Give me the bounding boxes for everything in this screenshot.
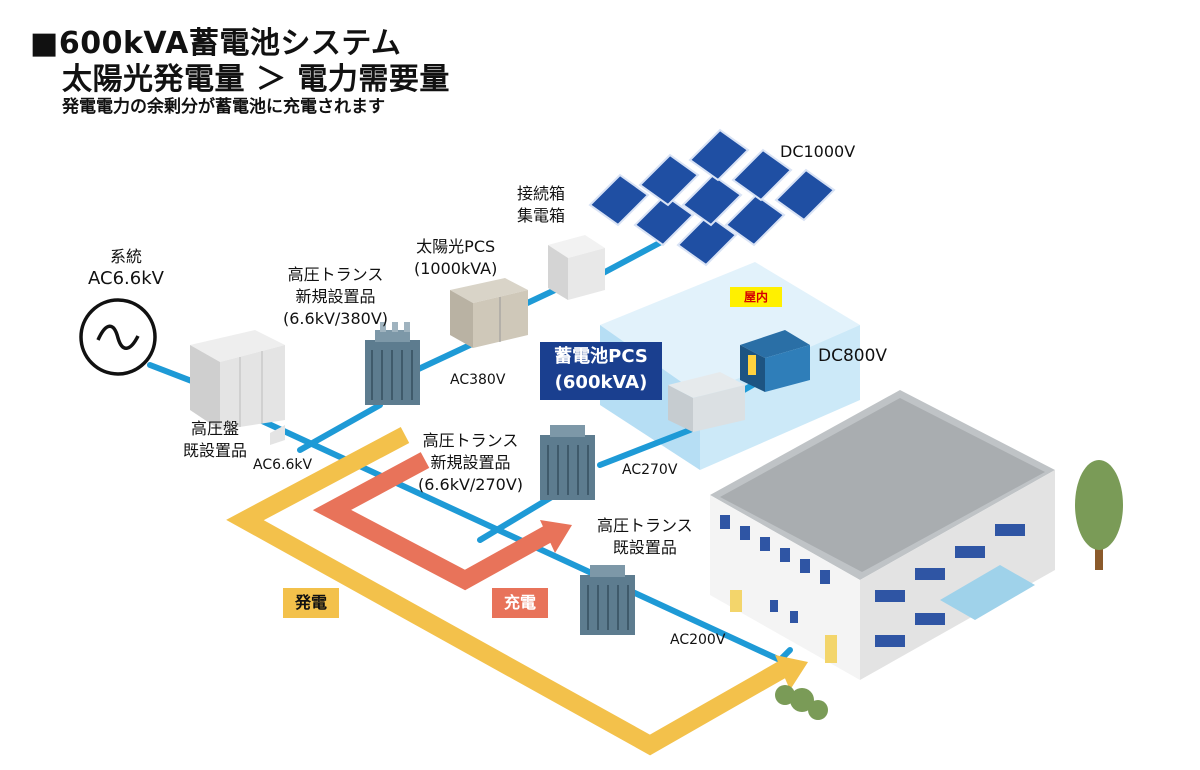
factory-building — [710, 390, 1055, 680]
hv-panel-voltage: AC6.6kV — [253, 457, 313, 473]
indoor-tag: 屋内 — [730, 287, 782, 307]
grid-symbol-icon — [79, 298, 157, 376]
battery-container — [740, 330, 810, 392]
dc1000-label: DC1000V — [780, 142, 856, 161]
ac270-label: AC270V — [622, 462, 678, 478]
hv-panel-label: 高圧盤 既設置品 — [183, 419, 248, 460]
junction-box — [548, 235, 605, 300]
junction-box-label: 接続箱 集電箱 — [517, 184, 566, 225]
grid-label: 系統 AC6.6kV — [88, 247, 164, 289]
transformer-270-label: 高圧トランス 新規設置品 (6.6kV/270V) — [418, 431, 524, 494]
transformer-new-270 — [540, 425, 595, 500]
transformer-380-label: 高圧トランス 新規設置品 (6.6kV/380V) — [283, 265, 389, 328]
bushes-icon — [775, 685, 828, 720]
ac200-label: AC200V — [670, 632, 726, 648]
generation-flow-tag: 発電 — [283, 588, 339, 618]
solar-pcs-label: 太陽光PCS (1000kVA) — [414, 237, 498, 278]
hv-panel-cabinets — [190, 330, 285, 445]
solar-pcs-cabinet — [450, 278, 528, 348]
solar-panels — [588, 128, 836, 267]
battery-pcs-label: 蓄電池PCS (600kVA) — [540, 342, 662, 400]
charge-arrow — [312, 452, 572, 591]
ac380-label: AC380V — [450, 372, 506, 388]
tree-icon — [1075, 460, 1123, 570]
generation-arrow — [226, 427, 808, 756]
page-title: ■600kVA蓄電池システム — [30, 26, 402, 61]
transformer-new-380 — [365, 322, 420, 405]
transformer-existing-label: 高圧トランス 既設置品 — [597, 516, 693, 557]
charge-flow-tag: 充電 — [492, 588, 548, 618]
page-subtitle-condition: 太陽光発電量 ＞ 電力需要量 — [62, 62, 450, 97]
battery-pcs-cabinet — [668, 372, 745, 432]
dc800-label: DC800V — [818, 346, 888, 366]
page-subtitle-description: 発電電力の余剰分が蓄電池に充電されます — [62, 97, 385, 117]
transformer-existing — [580, 565, 635, 635]
